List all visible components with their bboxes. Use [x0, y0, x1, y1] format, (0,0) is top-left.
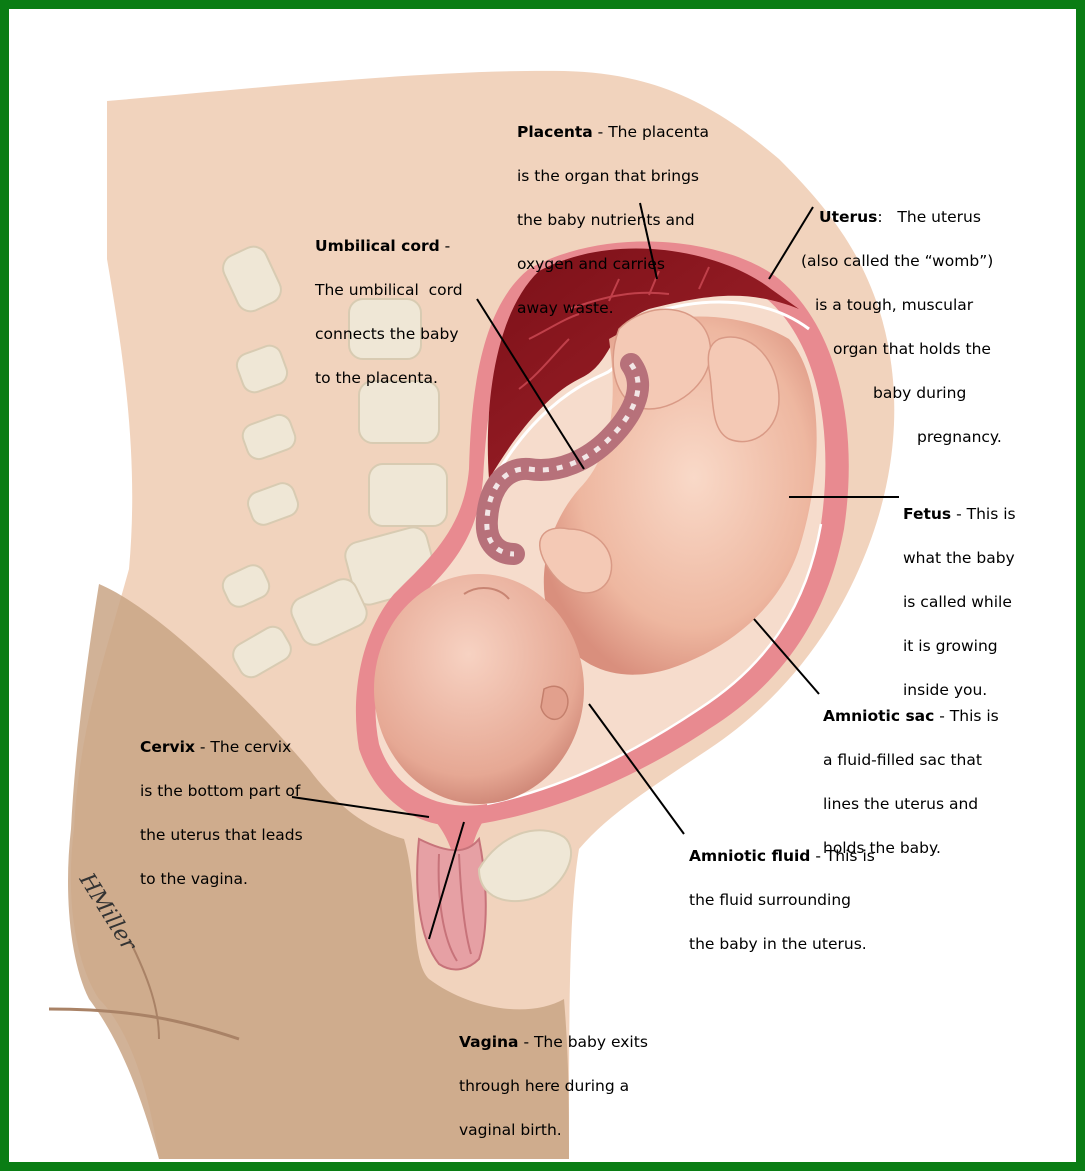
- label-umbilical-cord: Umbilical cord - The umbilical cord conn…: [315, 213, 463, 411]
- svg-text:HMiller: HMiller: [73, 868, 141, 957]
- label-term: Amniotic sac: [823, 707, 934, 725]
- label-cervix: Cervix - The cervix is the bottom part o…: [140, 714, 303, 912]
- label-term: Placenta: [517, 123, 593, 141]
- label-term: Uterus: [819, 208, 877, 226]
- label-uterus: Uterus: The uterus (also called the “wom…: [819, 184, 1002, 470]
- label-term: Amniotic fluid: [689, 847, 810, 865]
- label-term: Cervix: [140, 738, 195, 756]
- label-term: Umbilical cord: [315, 237, 440, 255]
- label-term: Vagina: [459, 1033, 519, 1051]
- label-placenta: Placenta - The placenta is the organ tha…: [517, 99, 709, 341]
- label-amniotic-fluid: Amniotic fluid - This is the fluid surro…: [689, 823, 875, 977]
- label-vagina: Vagina - The baby exits through here dur…: [459, 1009, 648, 1163]
- label-term: Fetus: [903, 505, 951, 523]
- fetus-ear: [541, 686, 568, 719]
